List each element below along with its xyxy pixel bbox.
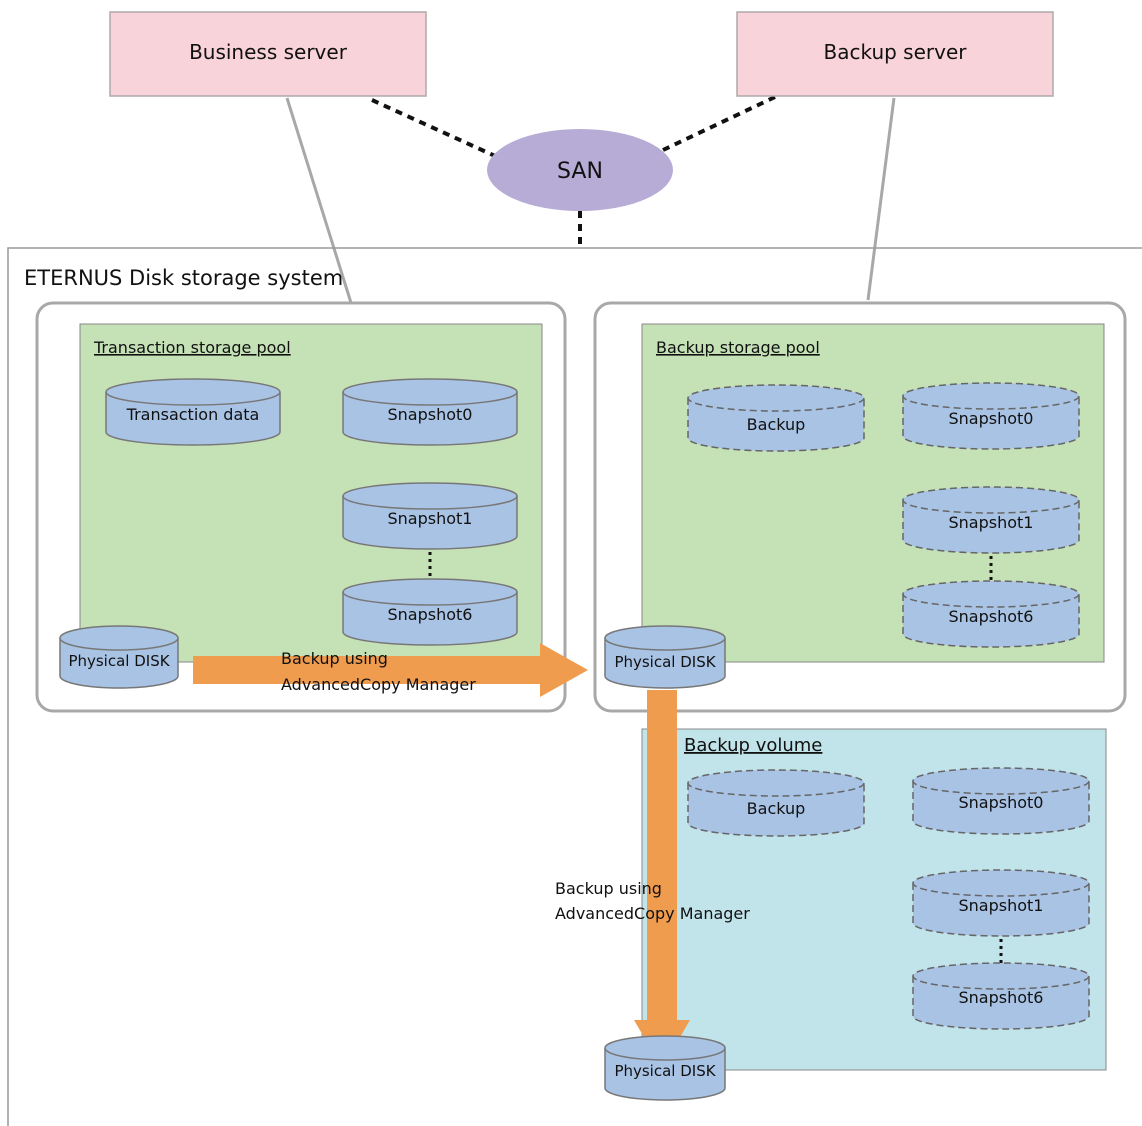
backup-volume-title: Backup volume bbox=[684, 735, 822, 756]
horizontal-arrow-label-line1: Backup using bbox=[281, 649, 388, 668]
backup-pool-snapshot1-cylinder: Snapshot1 bbox=[902, 486, 1080, 554]
san-label: SAN bbox=[557, 159, 603, 184]
svg-text:Transaction data: Transaction data bbox=[126, 405, 260, 424]
eternus-system-title: ETERNUS Disk storage system bbox=[24, 266, 343, 290]
backup-server-label: Backup server bbox=[824, 40, 968, 64]
svg-text:Snapshot0: Snapshot0 bbox=[959, 793, 1044, 812]
svg-text:Physical DISK: Physical DISK bbox=[614, 653, 716, 671]
svg-text:Backup: Backup bbox=[747, 415, 806, 434]
business-san-link bbox=[371, 98, 496, 158]
backup-volume-snapshot0-cylinder: Snapshot0 bbox=[912, 767, 1090, 835]
svg-text:Physical DISK: Physical DISK bbox=[614, 1062, 716, 1080]
svg-text:Snapshot6: Snapshot6 bbox=[949, 607, 1034, 626]
svg-text:Snapshot1: Snapshot1 bbox=[949, 513, 1034, 532]
backup-pool-backup-cylinder: Backup bbox=[687, 384, 865, 452]
transaction-snapshot0-cylinder: Snapshot0 bbox=[342, 378, 518, 446]
vertical-arrow-label-line2: AdvancedCopy Manager bbox=[555, 904, 750, 923]
backup-san-link bbox=[662, 95, 776, 152]
backup-volume-physical-disk: Physical DISK bbox=[604, 1035, 726, 1101]
backup-pool-snapshot0-cylinder: Snapshot0 bbox=[902, 382, 1080, 450]
svg-text:Snapshot0: Snapshot0 bbox=[949, 409, 1034, 428]
backup-pool-snapshot6-cylinder: Snapshot6 bbox=[902, 580, 1080, 648]
horizontal-backup-arrow bbox=[193, 643, 588, 697]
svg-text:Snapshot1: Snapshot1 bbox=[388, 509, 473, 528]
transaction-physical-disk: Physical DISK bbox=[59, 625, 179, 689]
svg-text:Snapshot0: Snapshot0 bbox=[388, 405, 473, 424]
svg-text:Physical DISK: Physical DISK bbox=[68, 652, 170, 670]
backup-pool-title: Backup storage pool bbox=[656, 338, 820, 357]
business-server-box bbox=[109, 11, 427, 97]
backup-volume-snapshot6-cylinder: Snapshot6 bbox=[912, 962, 1090, 1030]
transaction-pool-title: Transaction storage pool bbox=[93, 338, 291, 357]
backup-server-connection-line bbox=[866, 97, 896, 301]
svg-text:Snapshot6: Snapshot6 bbox=[959, 988, 1044, 1007]
svg-text:Snapshot6: Snapshot6 bbox=[388, 605, 473, 624]
svg-text:Backup: Backup bbox=[747, 799, 806, 818]
svg-text:Snapshot1: Snapshot1 bbox=[959, 896, 1044, 915]
backup-volume-backup-cylinder: Backup bbox=[687, 769, 865, 837]
san-ellipse bbox=[487, 129, 673, 211]
transaction-snapshot1-cylinder: Snapshot1 bbox=[342, 482, 518, 550]
horizontal-arrow-label-line2: AdvancedCopy Manager bbox=[281, 675, 476, 694]
vertical-arrow-label-line1: Backup using bbox=[555, 879, 662, 898]
transaction-data-cylinder: Transaction data bbox=[105, 378, 281, 446]
eternus-system-frame bbox=[7, 247, 1142, 1126]
backup-volume-snapshot1-cylinder: Snapshot1 bbox=[912, 869, 1090, 937]
backup-pool-physical-disk: Physical DISK bbox=[604, 625, 726, 689]
business-server-label: Business server bbox=[189, 40, 348, 64]
backup-server-box bbox=[736, 11, 1054, 97]
transaction-snapshot6-cylinder: Snapshot6 bbox=[342, 578, 518, 646]
business-server-connection-line bbox=[285, 97, 354, 307]
